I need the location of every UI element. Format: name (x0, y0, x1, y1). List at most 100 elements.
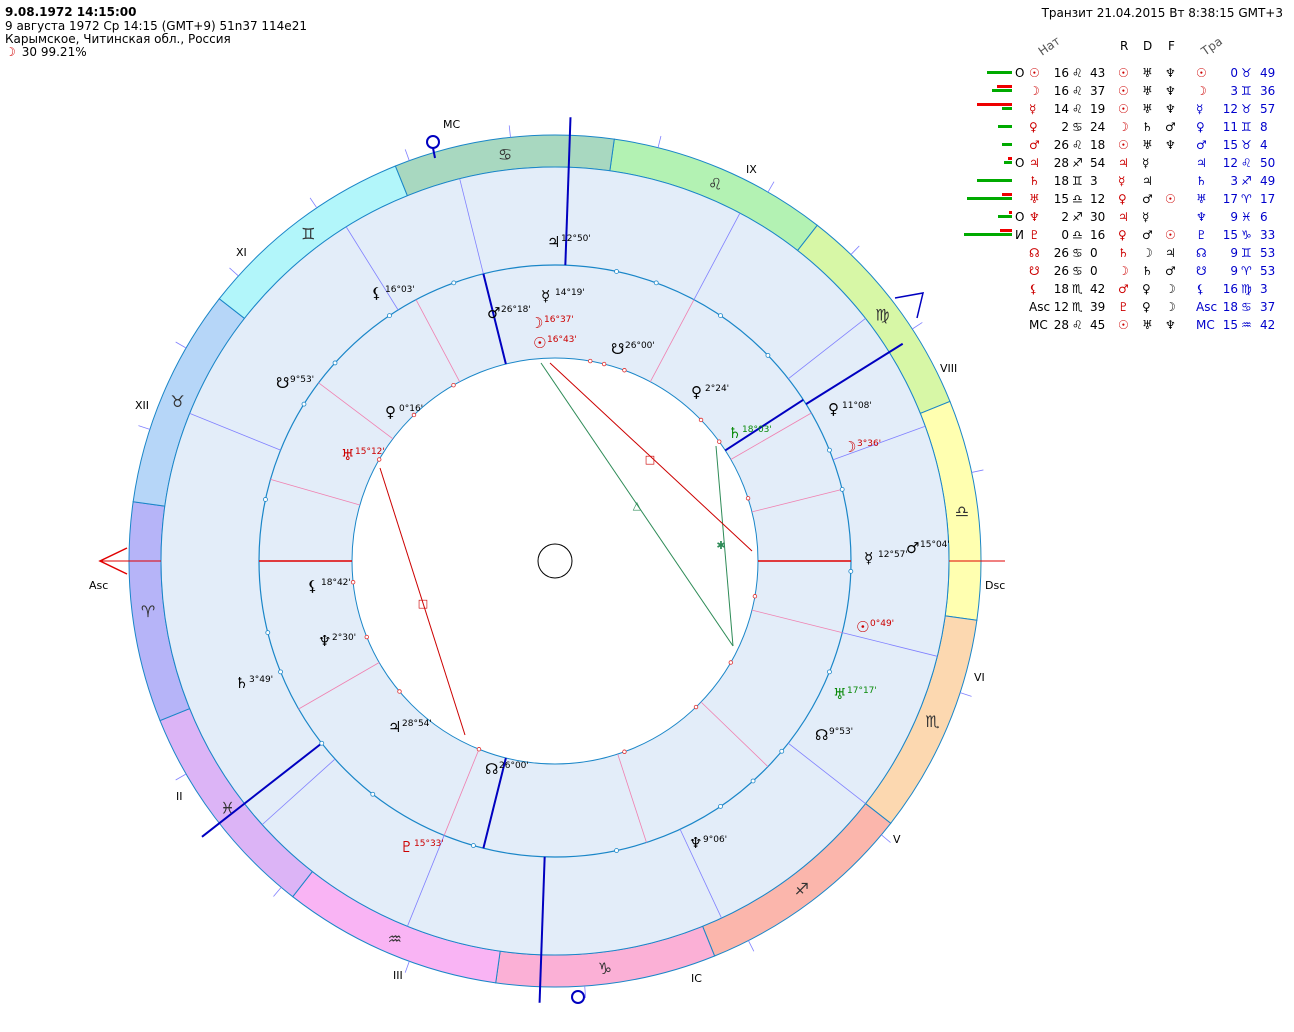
position-marker (827, 447, 832, 453)
transit-degree: 18 (1223, 300, 1238, 314)
weakness-bar (1009, 211, 1012, 214)
planet-degree: 26°00' (499, 761, 529, 771)
zodiac-sign-icon: ♏ (925, 712, 939, 731)
detriment-icon: ♃ (1142, 174, 1153, 188)
degree-tick (229, 267, 239, 277)
fall-icon: ☉ (1165, 228, 1176, 242)
natal-minute: 0 (1090, 246, 1098, 260)
transit-sign-icon: ♒ (1241, 318, 1252, 332)
natal-planet-icon: ♅ (1029, 192, 1040, 206)
planet-degree: 18°03' (742, 425, 772, 435)
position-marker (827, 669, 832, 675)
transit-minute: 37 (1260, 300, 1275, 314)
aspect-sextile-icon: ✱ (716, 539, 725, 552)
degree-tick (912, 322, 923, 330)
natal-planet-icon: ☽ (1029, 84, 1040, 98)
position-marker (848, 568, 854, 574)
natal-degree: 26 (1054, 138, 1069, 152)
detriment-icon: ♀ (1142, 300, 1151, 314)
planet-table-row: И♇0♎16♀♂☉♇15♑33 (964, 228, 1275, 242)
planet-degree: 3°36' (857, 439, 881, 449)
aspect-sextile-line (715, 445, 734, 647)
transit-planet-icon: ☋ (1196, 264, 1207, 278)
planet-degree: 16°03' (385, 285, 415, 295)
planet-glyph-icon: ♂ (487, 304, 500, 322)
natal-axis (482, 757, 507, 849)
natal-minute: 18 (1090, 138, 1105, 152)
transit-degree: 12 (1223, 102, 1238, 116)
degree-tick (138, 425, 150, 430)
transit-sign-icon: ♓ (1241, 210, 1252, 224)
planet-table-row: O☉16♌43☉♅♆☉0♉49 (987, 66, 1275, 80)
planet-glyph-icon: ⚸ (371, 284, 382, 302)
planet-glyph-icon: ♄ (728, 424, 741, 442)
row-flag: O (1015, 210, 1024, 224)
transit-minute: 57 (1260, 102, 1275, 116)
natal-degree: 18 (1054, 282, 1069, 296)
position-marker (750, 778, 756, 784)
natal-sign-icon: ♌ (1072, 318, 1083, 332)
natal-house-cusp (700, 701, 769, 767)
natal-house-cusp (751, 489, 843, 513)
fall-icon: ♆ (1165, 102, 1176, 116)
planet-glyph-icon: ☊ (485, 760, 498, 778)
planet-table-row: ♂26♌18☉♅♆♂15♉4 (1002, 138, 1268, 152)
planet-degree: 2°24' (705, 384, 729, 394)
natal-marker (397, 689, 402, 694)
natal-degree: 18 (1054, 174, 1069, 188)
natal-degree: 26 (1054, 246, 1069, 260)
inner-ring (351, 357, 759, 765)
planet-glyph-icon: ☿ (864, 549, 873, 567)
weakness-bar (1008, 157, 1012, 160)
transit-title: Транзит 21.04.2015 Вт 8:38:15 GMT+3 (1041, 6, 1283, 20)
transit-degree: 9 (1230, 264, 1238, 278)
planet-degree: 9°06' (703, 835, 727, 845)
aspect-square-line (379, 467, 466, 736)
transit-planet-icon: ♄ (1196, 174, 1207, 188)
aspect-square-icon: □ (645, 453, 655, 466)
transit-degree: 0 (1230, 66, 1238, 80)
natal-planet-icon: ☉ (1029, 66, 1040, 80)
transit-axis (805, 342, 904, 405)
transit-house-cusp (345, 226, 399, 311)
d-column-header: D (1143, 39, 1152, 53)
natal-degree: 14 (1054, 102, 1069, 116)
natal-minute: 0 (1090, 264, 1098, 278)
r-column-header: R (1120, 39, 1128, 53)
ruler-icon: ☉ (1118, 138, 1129, 152)
degree-tick (508, 125, 511, 138)
detriment-icon: ☽ (1142, 246, 1153, 260)
planet-glyph-icon: ☽ (530, 314, 543, 332)
position-marker (779, 748, 785, 754)
row-flag: O (1015, 156, 1024, 170)
natal-minute: 42 (1090, 282, 1105, 296)
transit-sign-icon: ♉ (1241, 102, 1252, 116)
mc-marker-icon (426, 135, 440, 149)
transit-minute: 49 (1260, 174, 1275, 188)
degree-tick (748, 940, 755, 952)
planet-glyph-icon: ♅ (833, 685, 846, 703)
ruler-icon: ♄ (1118, 246, 1129, 260)
planet-glyph-icon: ☉ (856, 618, 869, 636)
row-flag: O (1015, 66, 1024, 80)
natal-sign-icon: ♊ (1072, 174, 1083, 188)
position-marker (614, 848, 619, 853)
natal-degree: 12 (1054, 300, 1069, 314)
transit-planet-icon: ♀ (1196, 120, 1205, 134)
natal-marker (364, 634, 369, 640)
planet-degree: 12°50' (561, 234, 591, 244)
fall-icon: ♆ (1165, 66, 1176, 80)
strength-bar (967, 197, 1012, 200)
transit-axis (538, 856, 546, 1003)
transit-sign-icon: ♈ (1241, 264, 1252, 278)
transit-planet-icon: Asc (1196, 300, 1217, 314)
detriment-icon: ♅ (1142, 138, 1153, 152)
house-label: XI (236, 246, 247, 259)
transit-sign-icon: ♍ (1241, 282, 1252, 296)
strength-bar (992, 89, 1012, 92)
position-marker (653, 280, 659, 286)
transit-minute: 3 (1260, 282, 1268, 296)
transit-planet-icon: ☊ (1196, 246, 1207, 260)
degree-tick (657, 135, 662, 148)
